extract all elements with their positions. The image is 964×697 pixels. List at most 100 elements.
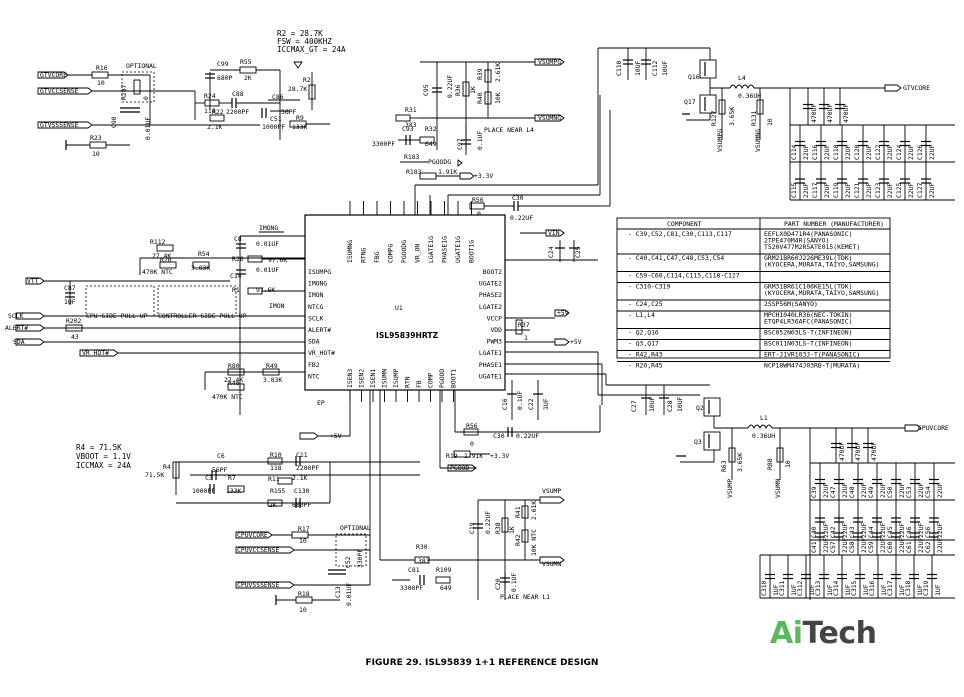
- svg-text:0.01UF: 0.01UF: [144, 117, 152, 140]
- svg-text:ISL95839HRTZ: ISL95839HRTZ: [376, 331, 439, 340]
- capacitor-ref: C314: [832, 580, 840, 596]
- svg-text:Q2: Q2: [696, 404, 704, 412]
- svg-text:IMONG: IMONG: [259, 224, 278, 232]
- ic-pin-label: NTCG: [308, 303, 324, 311]
- svg-text:2K: 2K: [269, 501, 277, 509]
- svg-text:C30: C30: [512, 194, 524, 202]
- svg-text:10UF: 10UF: [661, 60, 669, 76]
- bom-row: - C59-C60,C114,C115,C118-C127: [617, 272, 890, 283]
- svg-text:+3.3V: +3.3V: [490, 452, 509, 460]
- capacitor-ref: C122: [874, 144, 882, 160]
- svg-text:1K: 1K: [469, 86, 477, 94]
- bom-part-number: T520V477M2R5ATE015(KEMET): [764, 243, 860, 251]
- svg-text:1.91K: 1.91K: [438, 168, 457, 176]
- ic-pin-label: IMONG: [308, 280, 327, 288]
- svg-text:R16: R16: [96, 64, 108, 72]
- capacitor: 470UF: [803, 88, 818, 125]
- svg-text:C13: C13: [334, 586, 342, 598]
- svg-text:470K NTC: 470K NTC: [212, 393, 243, 401]
- ic-pin-label: ISEN3: [346, 369, 354, 388]
- inductor-l4: [729, 84, 755, 90]
- ic-pin-label: ISUMPG: [308, 268, 331, 276]
- svg-text:56PF: 56PF: [281, 108, 297, 116]
- capacitor: 470UF: [847, 428, 862, 463]
- resistor-r41: [521, 505, 529, 519]
- svg-text:C6: C6: [217, 452, 225, 460]
- resistor-r49: [262, 368, 280, 376]
- ic-pin-label: FB: [415, 380, 423, 388]
- svg-text:1000PF: 1000PF: [262, 123, 285, 131]
- bom-part-number: ETQP4LR36AFC(PANASONIC): [764, 318, 853, 326]
- svg-text:C95: C95: [422, 84, 430, 96]
- capacitor-ref: C311: [778, 580, 786, 596]
- svg-text:133K: 133K: [226, 487, 242, 495]
- svg-text:VTT: VTT: [27, 277, 39, 285]
- svg-text:CPUVCORE: CPUVCORE: [237, 531, 268, 539]
- svg-text:PGOOD: PGOOD: [450, 464, 469, 472]
- svg-text:0.01UF: 0.01UF: [256, 240, 279, 248]
- capacitor-value: 22UF: [841, 522, 849, 538]
- svg-text:VBOOT = 1.1V: VBOOT = 1.1V: [76, 452, 131, 461]
- capacitor-value: 1UF: [880, 584, 888, 596]
- svg-text:383: 383: [418, 557, 430, 565]
- ic-pin-label: PHASE1: [479, 361, 502, 369]
- resistor-r88: [776, 447, 784, 463]
- capacitor-value: 1UF: [916, 584, 924, 596]
- capacitor-value: 1UF: [844, 584, 852, 596]
- resistor-r23: [89, 141, 107, 149]
- bom-component: - L1,L4: [628, 311, 655, 319]
- svg-text:R26: R26: [232, 255, 244, 263]
- resistor-r32: [419, 136, 435, 144]
- resistor-r46: [227, 383, 245, 391]
- svg-text:Q3: Q3: [694, 438, 702, 446]
- svg-text:VIN: VIN: [548, 229, 560, 237]
- bom-component: - C310-C319: [628, 283, 670, 291]
- capacitor-value: 22UF: [898, 482, 906, 498]
- resistor-r202: [65, 324, 83, 332]
- svg-text:R56: R56: [472, 196, 484, 204]
- svg-text:470K NTC: 470K NTC: [142, 268, 173, 276]
- bom-part-number: (KYOCERA,MURATA,TAIYO,SAMSUNG): [764, 289, 879, 297]
- ic-pin-label: UGATE1: [479, 372, 502, 380]
- svg-text:0.36UH: 0.36UH: [752, 432, 775, 440]
- svg-text:3.65K: 3.65K: [728, 107, 736, 126]
- ic-pin-label: UGATE2: [479, 280, 502, 288]
- svg-text:383: 383: [405, 121, 417, 129]
- capacitor-value: 22UF: [928, 144, 936, 160]
- ic-pin-label: PWM3: [487, 338, 503, 346]
- svg-text:C8: C8: [234, 235, 242, 243]
- svg-text:R10: R10: [270, 451, 282, 459]
- capacitor-value: 470UF: [854, 442, 862, 461]
- mosfet-q3: [703, 431, 721, 451]
- svg-text:R9: R9: [296, 114, 304, 122]
- svg-text:C99: C99: [217, 60, 229, 68]
- svg-text:C27: C27: [630, 400, 638, 412]
- bom-part-number: BSC052N03LS-T(INFINEON): [764, 329, 853, 337]
- svg-text:R55: R55: [240, 58, 252, 66]
- svg-text:R22: R22: [212, 108, 224, 116]
- svg-text:PGOODG: PGOODG: [428, 158, 451, 166]
- svg-text:0.22UF: 0.22UF: [510, 214, 533, 222]
- svg-text:EP: EP: [317, 399, 325, 407]
- figure-caption: FIGURE 29. ISL95839 1+1 REFERENCE DESIGN: [365, 658, 599, 668]
- bom-component: - C59-C60,C114,C115,C118-C127: [628, 272, 740, 280]
- resistor-r183: [419, 172, 437, 180]
- svg-text:C88: C88: [232, 90, 244, 98]
- ic-pin-label: VR_ON: [414, 244, 422, 263]
- svg-text:C81: C81: [408, 566, 420, 574]
- capacitor-value: 22UF: [917, 482, 925, 498]
- resistor-r26: [247, 255, 263, 263]
- cpu-power-stage: C27 10UF C28 10UF Q2 Q3 L1 0.36UH CPUVCO…: [630, 385, 949, 498]
